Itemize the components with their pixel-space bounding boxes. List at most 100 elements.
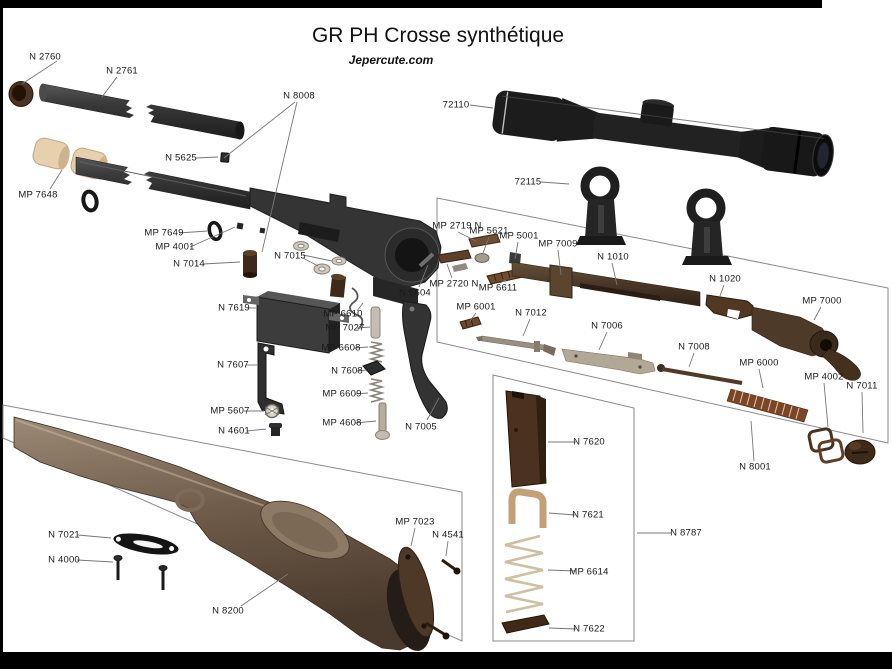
part-label-72110: 72110 [442, 99, 470, 111]
spring-mp6608 [367, 341, 386, 363]
part-label-n7014: N 7014 [173, 258, 205, 270]
magazine-body-n7620 [505, 390, 547, 488]
part-label-n7011: N 7011 [846, 380, 878, 392]
part-label-mp7027: MP 7027 [325, 322, 365, 334]
screws-n4000 [113, 555, 168, 590]
part-label-n1020: N 1020 [709, 273, 741, 285]
scope-rings [576, 166, 732, 265]
part-label-n7012: N 7012 [515, 307, 547, 319]
part-label-n2761: N 2761 [106, 65, 138, 77]
part-label-n7608: N 7608 [331, 365, 363, 377]
pin-n5604 [418, 252, 435, 268]
tube-break [126, 100, 154, 123]
magazine-parts [501, 390, 550, 634]
clip-mp4002 [807, 427, 845, 464]
part-label-n7008: N 7008 [678, 341, 710, 353]
base-plate-n7622 [501, 614, 550, 634]
nut-mp4001-a [236, 222, 244, 230]
muzzle-cap [8, 81, 34, 107]
trigger-guard-loop [175, 488, 205, 512]
part-label-n4541: N 4541 [432, 529, 464, 541]
part-label-n2760: N 2760 [29, 51, 61, 63]
part-label-mp6611: MP 6611 [478, 282, 518, 294]
part-label-mp5001: MP 5001 [499, 230, 539, 242]
pin-mp2719 [468, 233, 501, 248]
part-label-n4601: N 4601 [218, 425, 250, 437]
trigger-housing-n7619 [243, 291, 349, 354]
stock-group-box [2, 404, 463, 642]
follower-n7621 [508, 488, 547, 528]
part-label-n7021: N 7021 [48, 529, 80, 541]
part-label-n1010: N 1010 [597, 251, 629, 263]
screws-n4541 [425, 558, 461, 640]
part-label-mp6609: MP 6609 [322, 388, 362, 400]
part-label-n7621: N 7621 [572, 509, 604, 521]
part-label-mp7649: MP 7649 [144, 227, 184, 239]
part-label-mp7000: MP 7000 [802, 295, 842, 307]
part-label-n7015: N 7015 [274, 250, 306, 262]
part-label-n5625: N 5625 [165, 152, 197, 164]
cam-n7608 [362, 360, 386, 376]
barrel-receiver-assembly [75, 156, 442, 308]
page-title: GR PH Crosse synthétique [311, 24, 565, 47]
part-label-mp4001: MP 4001 [155, 241, 195, 253]
firing-pin-n7012 [476, 335, 556, 356]
part-label-mp2720n: MP 2720 N [429, 278, 479, 290]
o-ring-small [207, 220, 223, 242]
trigger-group-parts [243, 287, 448, 440]
knob-n7011 [844, 439, 876, 465]
part-label-n7620: N 7620 [573, 436, 605, 448]
scope-ring-front [576, 166, 626, 245]
part-label-mp6001: MP 6001 [456, 301, 496, 313]
part-label-mp4002: MP 4002 [804, 371, 844, 383]
part-label-n7006: N 7006 [591, 320, 623, 332]
screw-n4601 [269, 423, 282, 436]
guard-plate-n7021 [113, 533, 179, 555]
rod-n7008 [657, 364, 743, 385]
part-label-mp6608: MP 6608 [321, 342, 361, 354]
bolt-group-parts [437, 233, 876, 465]
bolt-shroud-n1020 [705, 294, 754, 320]
part-label-n4000: N 4000 [48, 554, 80, 566]
part-label-mp6000: MP 6000 [739, 357, 779, 369]
part-label-n7619: N 7619 [218, 302, 250, 314]
star-washer-mp5607 [264, 403, 280, 419]
nut-mp4001-b [259, 227, 266, 234]
part-label-n5604: N 5604 [399, 287, 431, 299]
bolt-group-box [436, 197, 889, 444]
part-label-n8008: N 8008 [283, 90, 315, 102]
part-label-mp7009: MP 7009 [538, 238, 578, 250]
part-label-72115: 72115 [514, 176, 542, 188]
magazine-group-box [492, 374, 635, 642]
screw-mp4608 [375, 402, 390, 440]
scope-ring-rear [682, 188, 732, 265]
group-boxes [2, 197, 889, 642]
part-label-mp7023: MP 7023 [395, 516, 435, 528]
sear-bracket-n7607 [257, 342, 285, 415]
part-label-mp7648: MP 7648 [18, 189, 58, 201]
mainspring-mp6000 [726, 388, 809, 423]
page-subtitle: Jepercute.com [348, 53, 434, 67]
receiver-lug [373, 277, 418, 308]
part-label-mp5621: MP 5621 [469, 225, 509, 237]
part-label-n7005: N 7005 [405, 421, 437, 433]
flat-key [452, 263, 468, 272]
part-label-mp4608: MP 4608 [322, 417, 362, 429]
part-label-n7622: N 7622 [573, 623, 605, 635]
part-label-n8001: N 8001 [739, 461, 771, 473]
sear-bar-n7006 [561, 348, 656, 375]
collar-mp7009 [549, 264, 573, 299]
part-label-mp2719n: MP 2719 N [432, 220, 482, 232]
scope [492, 90, 834, 177]
trigger-n7005 [402, 300, 448, 419]
wire-spring-mp6610 [349, 287, 364, 330]
pin-mp2720 [437, 249, 472, 264]
leader-lines [21, 60, 864, 630]
part-label-n7607: N 7607 [217, 359, 249, 371]
spring-mp6609 [367, 378, 386, 403]
pin-mp7027 [370, 306, 381, 339]
spacer-n7014 [243, 250, 257, 278]
bolt-handle-mp7000 [751, 306, 861, 381]
magazine-spring-mp6614 [504, 534, 544, 614]
